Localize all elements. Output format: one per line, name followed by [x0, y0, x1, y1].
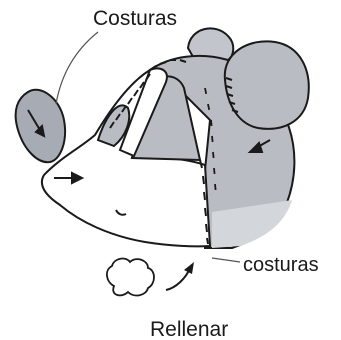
front-ear-right — [225, 41, 309, 129]
pointer-line-top — [56, 32, 98, 104]
arrow-icon — [166, 262, 194, 290]
label-costuras-bottom: costuras — [243, 255, 319, 275]
label-rellenar: Rellenar — [150, 319, 228, 340]
left-ear — [16, 90, 65, 162]
pointer-line-bottom — [212, 258, 240, 262]
label-costuras-top: Costuras — [93, 8, 177, 29]
cloud-icon — [107, 259, 154, 296]
